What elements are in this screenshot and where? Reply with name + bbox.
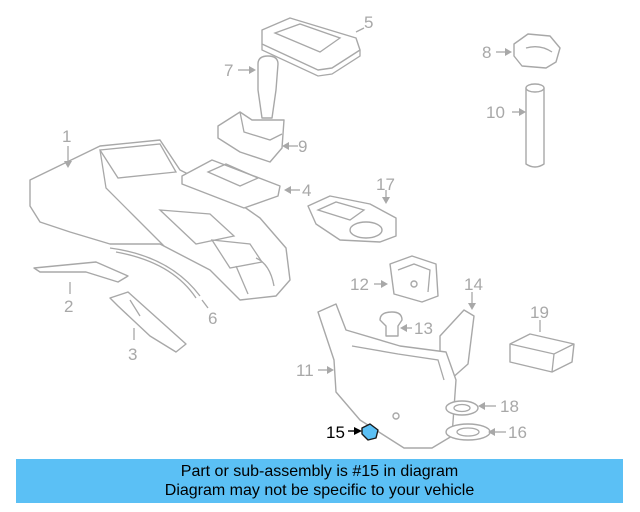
part-6-curved-trim[interactable]: [109, 247, 201, 299]
part-12-bracket[interactable]: [389, 255, 439, 303]
callout-4: 4: [302, 181, 311, 200]
part-19-box[interactable]: [509, 333, 575, 373]
part-15-highlighted[interactable]: [361, 423, 379, 441]
callout-17: 17: [376, 175, 395, 194]
callout-13: 13: [414, 319, 433, 338]
part-17-cup-holder[interactable]: [307, 195, 397, 243]
callout-2: 2: [64, 297, 73, 316]
part-8-knob[interactable]: [513, 33, 561, 69]
callout-7: 7: [224, 61, 233, 80]
part-1-center-console[interactable]: [29, 139, 291, 301]
callout-8: 8: [482, 43, 491, 62]
part-18-cup-ring[interactable]: [445, 400, 479, 416]
banner-line-2: Diagram may not be specific to your vehi…: [164, 482, 475, 499]
callout-19: 19: [530, 303, 549, 322]
callout-12: 12: [350, 275, 369, 294]
callout-1: 1: [62, 127, 71, 146]
part-9-shift-boot[interactable]: [217, 111, 285, 163]
part-16-cup-ring[interactable]: [445, 423, 491, 441]
callout-18: 18: [500, 397, 519, 416]
part-7-shift-knob[interactable]: [257, 55, 279, 119]
part-2-trim-strip[interactable]: [33, 261, 129, 283]
callout-11: 11: [296, 361, 314, 380]
callout-6: 6: [208, 309, 217, 328]
callout-5: 5: [364, 13, 373, 32]
callout-14: 14: [464, 275, 483, 294]
info-banner: Part or sub-assembly is #15 in diagram D…: [16, 459, 623, 503]
part-10-rod[interactable]: [525, 83, 545, 168]
part-4-shift-plate[interactable]: [181, 159, 281, 209]
part-13-clip[interactable]: [379, 311, 403, 337]
callout-16: 16: [508, 423, 527, 442]
banner-line-1: Part or sub-assembly is #15 in diagram: [180, 463, 459, 480]
callout-9: 9: [298, 137, 307, 156]
part-3-bracket[interactable]: [109, 291, 187, 353]
callout-3: 3: [128, 345, 137, 364]
callout-15: 15: [326, 423, 345, 442]
callout-10: 10: [486, 103, 505, 122]
part-5-shift-bezel[interactable]: [261, 17, 361, 77]
